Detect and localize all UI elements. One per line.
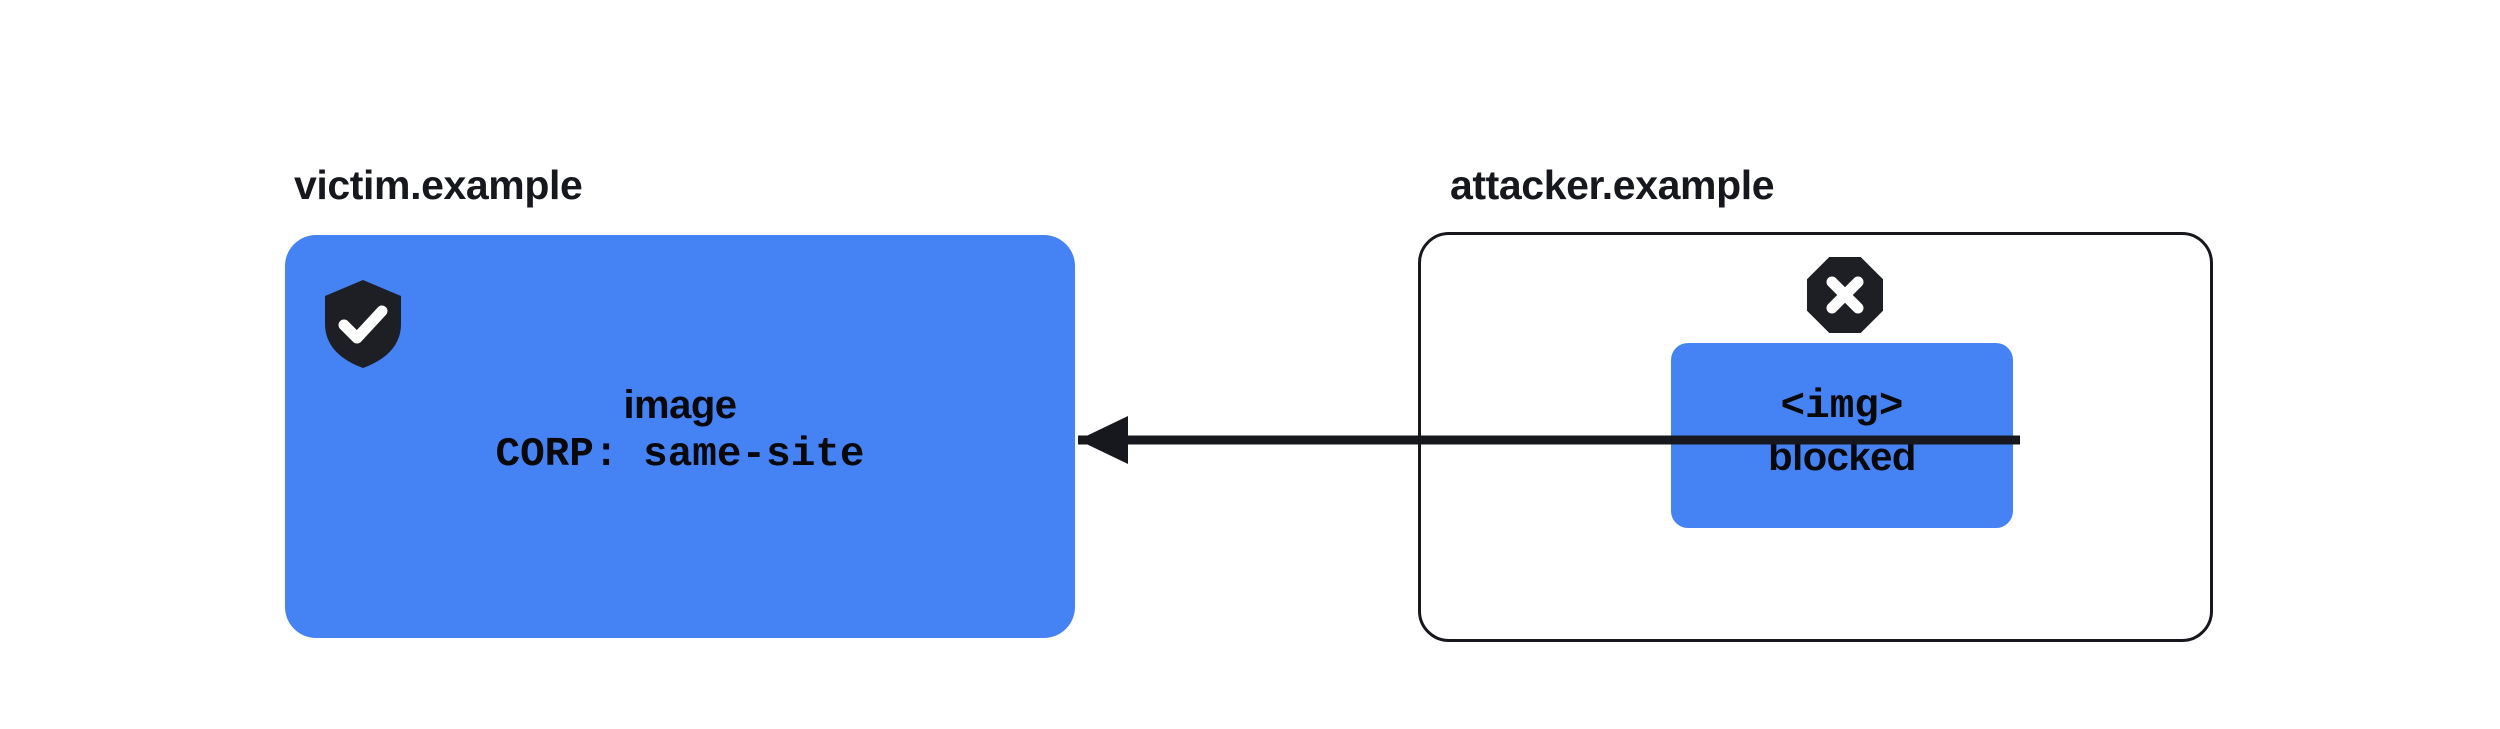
victim-resource-name: image <box>623 383 737 427</box>
attacker-element-tag: <img> <box>1780 384 1904 430</box>
victim-resource-card: image CORP: same-site <box>285 235 1075 638</box>
arrow-left-icon <box>1060 405 2020 475</box>
victim-resource-text: image CORP: same-site <box>285 381 1075 481</box>
victim-origin-label: victim.example <box>294 162 583 208</box>
victim-corp-header: CORP: same-site <box>495 432 865 478</box>
attacker-origin-frame: <img> blocked <box>1418 232 2213 642</box>
shield-check-icon <box>325 280 401 368</box>
attacker-origin-label: attacker.example <box>1450 162 1775 208</box>
blocked-octagon-x-icon <box>1807 257 1883 333</box>
